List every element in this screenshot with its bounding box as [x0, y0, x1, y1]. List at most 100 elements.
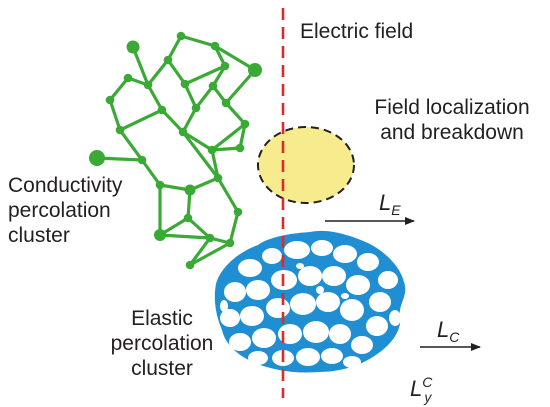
network-node	[208, 81, 218, 91]
le-symbol: LE	[379, 192, 401, 221]
pore	[389, 310, 401, 326]
network-node	[213, 173, 223, 183]
field-localization-label: Field localization and breakdown	[352, 95, 550, 145]
network-node	[143, 80, 153, 90]
pore	[316, 286, 324, 294]
network-bond	[210, 149, 220, 179]
network-bond	[214, 44, 256, 72]
pore	[316, 292, 340, 312]
network-node	[89, 150, 105, 166]
pore	[357, 253, 379, 271]
network-node	[105, 95, 115, 105]
network-bond	[181, 131, 220, 179]
network-node	[233, 207, 243, 217]
network-bond	[186, 216, 212, 240]
network-bond	[131, 46, 150, 86]
pore	[238, 259, 262, 277]
network-bond	[160, 108, 185, 134]
network-bond	[189, 241, 231, 267]
network-node	[126, 40, 140, 54]
network-node	[225, 238, 235, 248]
pore	[343, 356, 361, 368]
pore	[340, 299, 364, 321]
network-node	[157, 105, 167, 115]
pore	[290, 293, 316, 315]
pore	[298, 266, 322, 286]
network-bond	[108, 99, 122, 131]
pore	[346, 275, 370, 295]
pore	[321, 348, 343, 364]
pore	[262, 248, 282, 264]
elastic-line-3: cluster	[131, 357, 193, 380]
network-bond	[183, 83, 198, 109]
network-node	[220, 61, 230, 71]
network-node	[183, 213, 193, 223]
network-node	[207, 145, 217, 155]
pore	[322, 266, 346, 286]
network-node	[235, 143, 245, 153]
network-bond	[146, 59, 170, 86]
pore	[296, 263, 304, 269]
lyc-symbol: LCy	[410, 371, 439, 405]
network-node	[115, 125, 125, 135]
network-bond	[216, 177, 240, 213]
pore	[296, 348, 320, 366]
network-node	[176, 31, 186, 41]
network-node	[178, 127, 188, 137]
conductivity-line-3: cluster	[8, 224, 70, 247]
lc-subscript: C	[449, 329, 460, 345]
network-bond	[194, 85, 215, 109]
network-bond	[159, 233, 211, 240]
pore	[246, 280, 270, 300]
conductivity-cluster-label: Conductivity percolation cluster	[8, 173, 122, 248]
field-localization-line-1: Field localization	[374, 96, 530, 119]
network-bond	[224, 68, 257, 105]
network-node	[240, 119, 250, 129]
pore	[266, 298, 290, 318]
network-bond	[166, 59, 187, 85]
network-bond	[184, 64, 226, 86]
network-bond	[166, 35, 183, 61]
network-node	[180, 79, 190, 89]
network-node	[155, 180, 165, 190]
le-subscript: E	[391, 202, 401, 218]
lc-symbol: LC	[437, 319, 459, 348]
lc-base: L	[437, 317, 450, 342]
lyc-subscript: y	[424, 389, 432, 405]
network-bond	[119, 108, 163, 132]
lyc-superscript: C	[422, 374, 433, 390]
pore	[329, 324, 351, 344]
elastic-line-1: Elastic	[131, 307, 193, 330]
pore	[284, 241, 310, 259]
conductivity-line-2: percolation	[8, 199, 111, 222]
pore	[351, 336, 373, 354]
network-bond	[140, 159, 162, 186]
pore	[333, 245, 357, 263]
network-node	[210, 41, 220, 51]
pore	[369, 292, 391, 312]
pore	[229, 333, 251, 351]
pore	[240, 306, 264, 326]
network-bond	[180, 34, 216, 48]
pore	[341, 293, 349, 299]
network-node	[221, 98, 231, 108]
network-bond	[118, 129, 144, 161]
network-node	[154, 229, 166, 241]
lyc-base: L	[410, 376, 423, 401]
conductivity-percolation-cluster	[89, 31, 262, 270]
network-node	[163, 55, 173, 65]
network-node	[205, 233, 215, 243]
pore	[220, 300, 228, 312]
elastic-line-2: percolation	[110, 332, 214, 355]
electric-field-label: Electric field	[300, 20, 414, 43]
pore	[303, 321, 329, 343]
network-node	[123, 73, 133, 83]
network-bond	[108, 76, 130, 102]
le-base: L	[379, 190, 392, 215]
pore	[278, 324, 302, 344]
network-node	[185, 260, 195, 270]
pore	[378, 271, 398, 289]
network-bond	[224, 101, 247, 126]
